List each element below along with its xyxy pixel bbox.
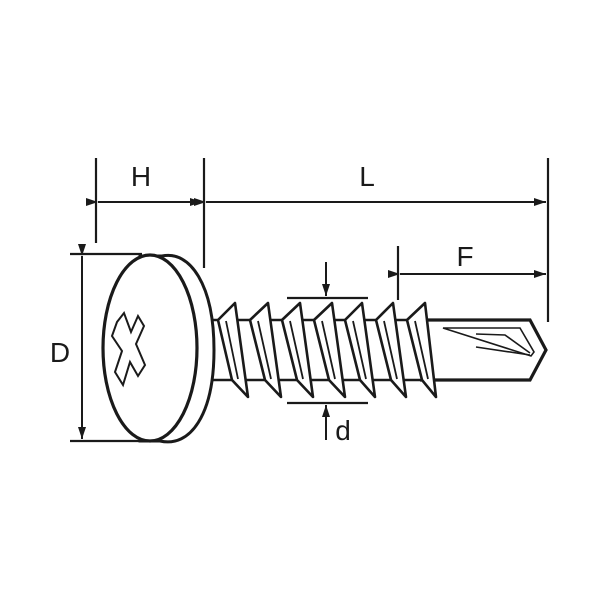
label-D: D — [50, 337, 70, 368]
dimension-F: F — [388, 241, 546, 278]
dimension-d: d — [322, 262, 351, 446]
threaded-shank — [212, 301, 438, 399]
pan-head — [101, 253, 216, 444]
label-H: H — [131, 161, 151, 192]
dimension-D: D — [50, 244, 86, 439]
label-d: d — [335, 415, 351, 446]
phillips-recess-icon — [110, 310, 147, 388]
head-face — [101, 253, 199, 443]
drill-point — [420, 318, 548, 382]
dimension-H: H — [86, 161, 202, 206]
thread-turns — [216, 301, 438, 399]
label-F: F — [456, 241, 473, 272]
label-L: L — [359, 161, 375, 192]
dimension-L: L — [194, 161, 546, 206]
